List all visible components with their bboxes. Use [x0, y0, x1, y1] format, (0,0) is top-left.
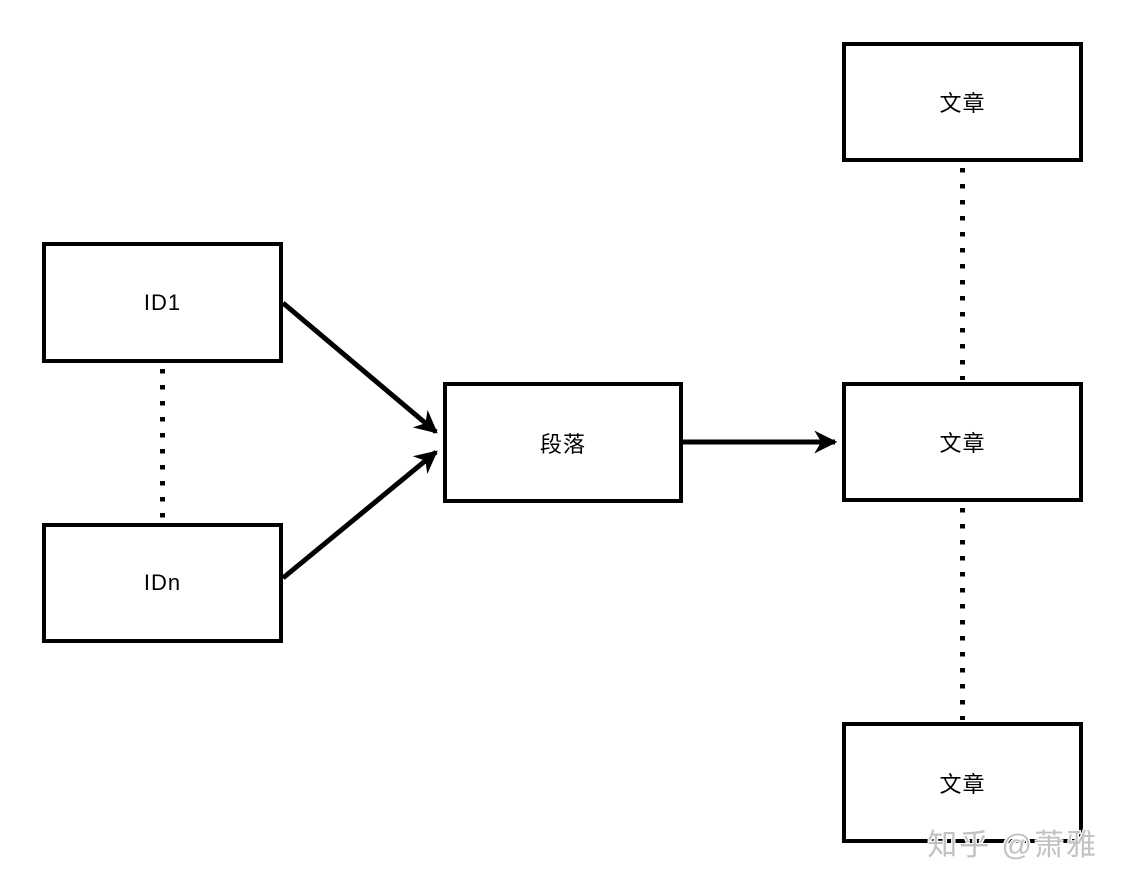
node-id1-label: ID1	[143, 289, 182, 315]
node-article-top-label: 文章	[939, 91, 986, 116]
node-paragraph-label: 段落	[539, 431, 586, 457]
node-article-mid-label: 文章	[939, 431, 986, 456]
node-id1: ID1	[42, 242, 283, 363]
node-paragraph: 段落	[443, 382, 683, 503]
node-article-top: 文章	[842, 42, 1083, 162]
connector-idn-to-paragraph	[281, 450, 438, 580]
node-idn: IDn	[42, 523, 283, 643]
node-idn-label: IDn	[143, 570, 182, 595]
node-article-bottom: 文章	[842, 722, 1083, 843]
node-article-mid: 文章	[842, 382, 1083, 502]
connector-id1-to-paragraph	[281, 301, 438, 434]
node-article-bottom-label: 文章	[939, 771, 986, 797]
watermark-text: 知乎 @萧雅	[927, 829, 1098, 862]
